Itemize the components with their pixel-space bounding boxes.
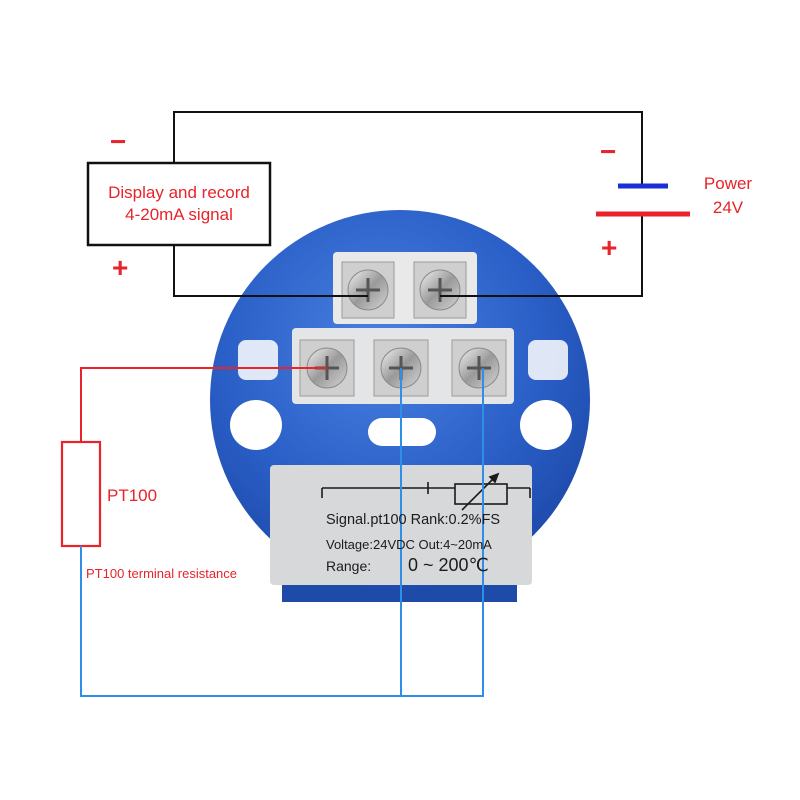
right-mount-hole (520, 400, 572, 450)
power-label: Power 24V (696, 172, 760, 220)
power-label-line1: Power (703, 174, 753, 193)
plate-range-label: Range: (326, 558, 372, 574)
display-box (86, 161, 272, 247)
pt100-label: PT100 (107, 486, 158, 505)
screw-top-right (413, 261, 467, 319)
left-mount-hole (230, 400, 282, 450)
power-minus-sign: − (600, 136, 617, 167)
display-box-line1: Display and record (108, 183, 250, 202)
pt100-caption: PT100 terminal resistance (86, 566, 238, 581)
pt100-resistor (60, 440, 102, 548)
display-minus-sign: − (110, 126, 127, 157)
display-box-line2: 4-20mA signal (125, 205, 233, 224)
plate-resistor-symbol (321, 472, 531, 511)
power-plus-sign: + (601, 232, 618, 263)
pt100-blue-wires (80, 368, 484, 697)
plate-range-value: 0 ~ 200℃ (408, 555, 489, 575)
display-plus-sign: + (112, 252, 129, 283)
screw-top-left (341, 261, 395, 319)
power-label-line2: 24V (712, 198, 744, 217)
wire-power-positive (440, 214, 643, 297)
wire-display-positive (173, 245, 368, 297)
display-box-text: Display and record 4-20mA signal (88, 163, 270, 245)
right-tab (528, 340, 568, 380)
screw-bottom-right (451, 339, 507, 397)
power-loop-wires (173, 111, 643, 297)
plate-signal-text: Signal.pt100 Rank:0.2%FS (326, 512, 501, 528)
plate-voltage-text: Voltage:24VDC Out:4~20mA (326, 537, 492, 552)
wire-top-loop (173, 111, 643, 186)
left-tab (238, 340, 278, 380)
